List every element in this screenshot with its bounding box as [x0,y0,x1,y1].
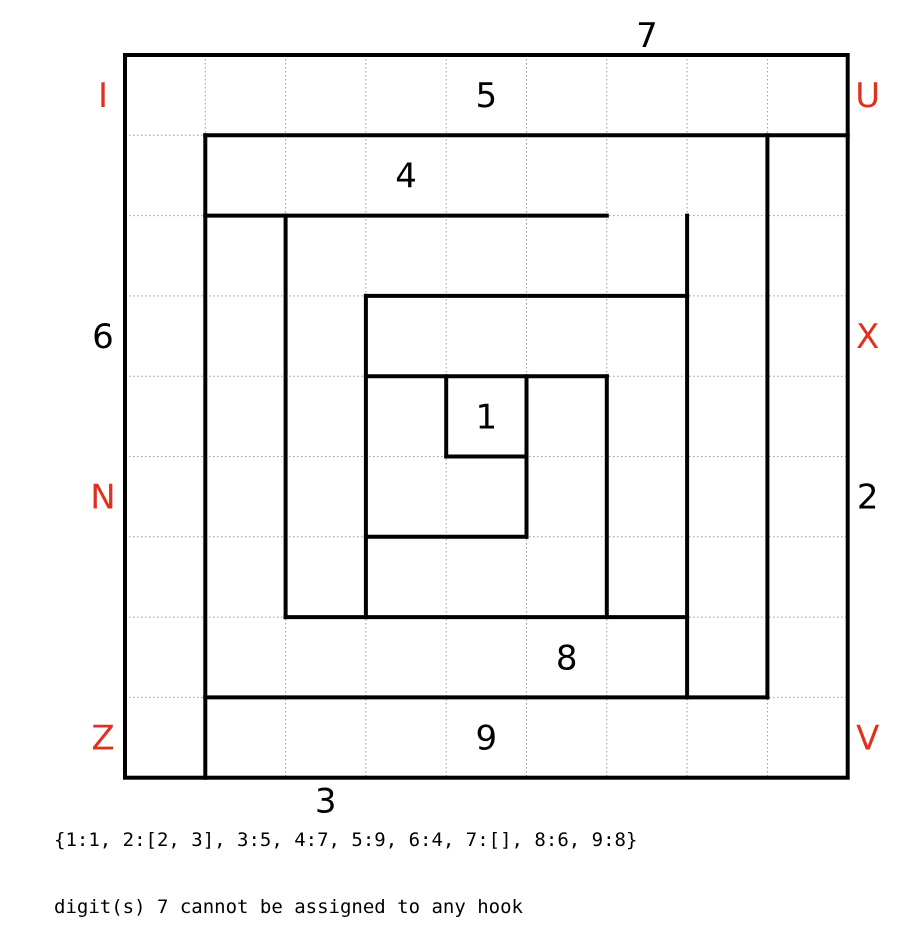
hook-puzzle-board: 5 4 1 8 9 7 3 I 6N Z U X 2V [90,16,880,820]
outer-clue-left: 6 [92,317,114,357]
cell-digits: 5 4 1 8 9 [395,76,577,758]
outer-clue-right: U [855,76,880,116]
outer-clue-left: I [98,76,108,116]
outer-clues: 7 3 I 6N Z U X 2V [90,16,880,820]
outer-clue-bottom: 3 [315,782,337,820]
status-message: digit(s) 7 cannot be assigned to any hoo… [54,896,523,918]
outer-clue-left: Z [91,719,114,759]
board-border [123,53,850,780]
outer-clue-top: 7 [636,16,658,56]
hook-boundaries [123,53,850,780]
cell-digit: 4 [395,156,417,196]
cell-digit: 9 [476,719,498,759]
outer-clue-right: V [856,719,879,759]
outer-clue-right: X [856,317,879,357]
cell-digit: 8 [556,638,578,678]
cell-digit: 5 [476,76,498,116]
outer-clue-right: 2 [857,478,879,518]
cell-digit: 1 [476,397,498,437]
digit-mapping-text: {1:1, 2:[2, 3], 3:5, 4:7, 5:9, 6:4, 7:[]… [54,829,638,851]
outer-clue-left: N [90,478,115,518]
